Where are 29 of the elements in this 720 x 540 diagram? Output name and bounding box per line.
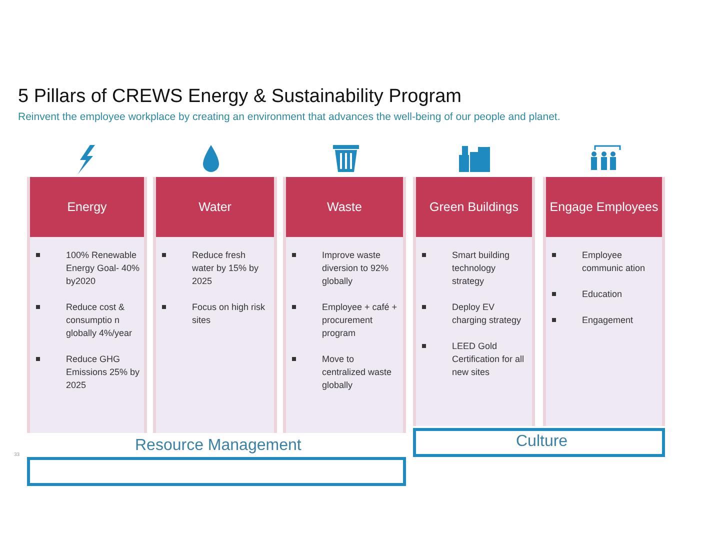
pillar-heading: Water xyxy=(156,177,274,237)
bullet-text: Reduce GHG Emissions 25% by 2025 xyxy=(66,354,140,390)
bullet-text: Move to centralized waste globally xyxy=(322,354,392,390)
bullet-text: Reduce cost & consumptio n globally 4%/year xyxy=(66,302,132,338)
pillar-heading: Waste xyxy=(286,177,403,237)
bullet-text: Education xyxy=(582,289,622,299)
slide-title: 5 Pillars of CREWS Energy & Sustainability Program xyxy=(18,86,462,108)
bullet-text: Engagement xyxy=(582,315,634,325)
bullet-text: Smart building technology strategy xyxy=(452,250,510,286)
bullet-text: Employee communic ation xyxy=(582,250,646,273)
group-label: Resource Management xyxy=(135,437,302,455)
pillar-column xyxy=(27,177,147,433)
bullet-text: Deploy EV charging strategy xyxy=(452,302,522,325)
bullet-text: 100% Renewable Energy Goal- 40% by2020 xyxy=(66,250,140,286)
bullet-text: Improve waste diversion to 92% globally xyxy=(322,250,389,286)
pillar-column xyxy=(283,177,406,433)
bullet-text: Reduce fresh water by 15% by 2025 xyxy=(192,250,259,286)
group-band xyxy=(413,428,665,457)
pillar-column xyxy=(153,177,277,433)
group-label: Culture xyxy=(516,433,568,451)
pillar-column xyxy=(543,177,665,426)
bullet-text: Focus on high risk sites xyxy=(192,302,266,325)
pillar-heading: Engage Employees xyxy=(546,177,662,237)
bullet-text: Employee + café + procurement program xyxy=(322,302,398,338)
pillar-heading: Green Buildings xyxy=(416,177,532,237)
subtitle: Reinvent the employee workplace by creating an environment that advances the well-being of our people and planet. xyxy=(18,111,560,123)
bullet-text: LEED Gold Certification for all new sites xyxy=(452,341,524,377)
pillar-column xyxy=(413,177,535,426)
pillar-heading: Energy xyxy=(30,177,144,237)
